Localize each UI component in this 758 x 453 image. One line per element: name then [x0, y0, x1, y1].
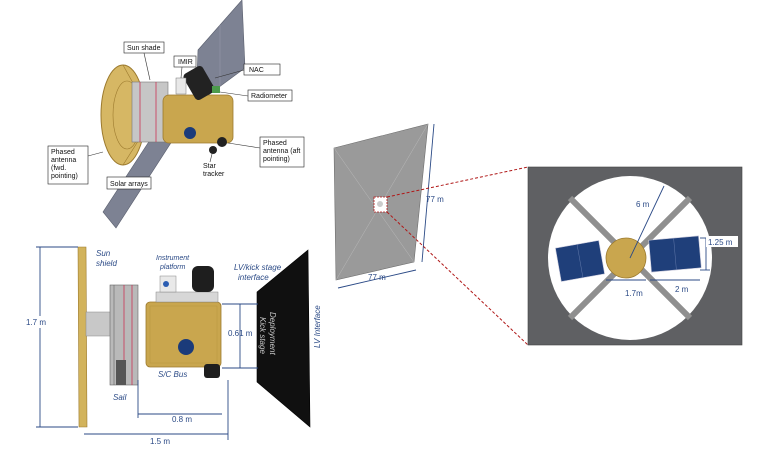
detail-hub	[605, 237, 647, 279]
label-solar-arrays: Solar arrays	[110, 181, 148, 188]
kick-stage-interface	[256, 249, 311, 428]
detail-view: 6 m 1.25 m 1.7m 2 m	[527, 166, 743, 346]
dim-span: 2 m	[675, 285, 689, 294]
dim-panel-width: 1.25 m	[708, 238, 733, 247]
label-lv-kick-interface: LV/kick stage interface	[234, 263, 283, 282]
label-radiometer: Radiometer	[251, 93, 288, 100]
label-sun-shield: Sun shield	[96, 249, 117, 268]
label-imir: IMIR	[178, 59, 193, 66]
dim-radius: 6 m	[636, 200, 650, 209]
label-phased-antenna-fwd: Phased antenna (fwd. pointing)	[51, 149, 78, 180]
label-sun-shade: Sun shade	[127, 45, 161, 52]
dim-height: 1.7 m	[26, 318, 46, 327]
nasa-logo-icon	[184, 127, 196, 139]
sun-shield	[77, 246, 88, 428]
dim-bus-height: 0.61 m	[228, 329, 253, 338]
spacecraft-side-view: Sun shield Instrument platform LV/kick s…	[22, 246, 322, 446]
dim-hub: 1.7m	[625, 289, 643, 298]
label-sail: Sail	[113, 393, 127, 402]
label-nac: NAC	[249, 67, 264, 74]
solar-sail-view: 77 m 77 m	[333, 123, 529, 346]
dim-bus-length: 0.8 m	[172, 415, 192, 424]
bus-body-3d	[162, 94, 234, 144]
label-sc-bus: S/C Bus	[158, 370, 187, 379]
label-phased-antenna-aft: Phased antenna (aft pointing)	[263, 140, 302, 163]
spacecraft-3d-view: Sun shade IMIR NAC Radiometer Phased ant…	[47, 0, 305, 229]
label-instrument-platform: Instrument platform	[156, 255, 191, 271]
dim-total-length: 1.5 m	[150, 437, 170, 446]
nasa-logo-icon	[178, 339, 194, 355]
sc-bus-body	[145, 301, 222, 368]
label-deployment-kick-stage: Deployment Kick stage	[258, 312, 277, 357]
dim-sail-side-b: 77 m	[368, 273, 386, 282]
label-lv-interface: LV Interface	[313, 305, 322, 348]
label-star-tracker: Star tracker	[203, 163, 225, 178]
dim-sail-side-a: 77 m	[426, 195, 444, 204]
